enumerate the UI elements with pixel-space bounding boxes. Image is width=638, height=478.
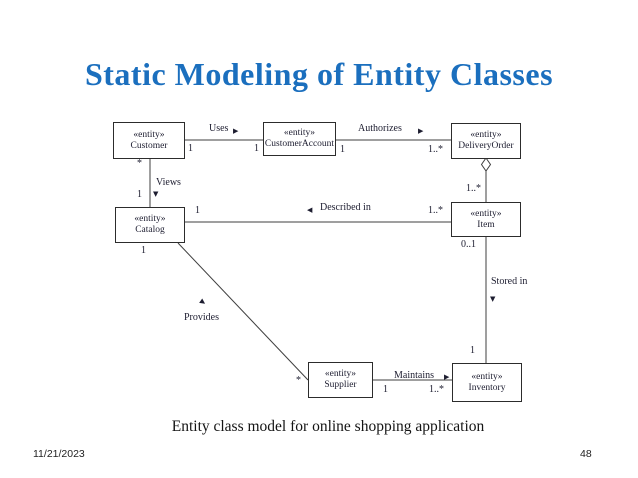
aggregation-diamond-icon	[480, 157, 492, 172]
multiplicity-supplier-maintains: 1	[383, 384, 388, 395]
multiplicity-account-uses: 1	[254, 143, 259, 154]
entity-stereotype: «entity»	[471, 371, 503, 382]
multiplicity-supplier-provides: *	[296, 375, 301, 386]
views-direction-arrow-icon: ▼	[153, 190, 159, 198]
slide-title: Static Modeling of Entity Classes	[84, 56, 554, 92]
multiplicity-item-deliveryorder: 1..*	[466, 183, 481, 194]
multiplicity-account-authorizes: 1	[340, 144, 345, 155]
described-in-label: Described in	[320, 202, 371, 213]
entity-name: Supplier	[324, 380, 357, 390]
entity-box-item: «entity» Item	[451, 202, 521, 237]
multiplicity-item-stored-in: 0..1	[461, 239, 476, 250]
entity-box-supplier: «entity» Supplier	[308, 362, 373, 398]
entity-box-customer: «entity» Customer	[113, 122, 185, 159]
entity-box-inventory: «entity» Inventory	[452, 363, 522, 402]
footer-date: 11/21/2023	[33, 448, 85, 460]
multiplicity-customer-uses: 1	[188, 143, 193, 154]
entity-box-delivery-order: «entity» DeliveryOrder	[451, 123, 521, 159]
multiplicity-catalog-described-in: 1	[195, 205, 200, 216]
entity-name: Item	[477, 219, 495, 230]
maintains-label: Maintains	[394, 370, 434, 381]
provides-association-line	[177, 242, 309, 381]
entity-name: Customer	[130, 140, 168, 151]
stored-in-direction-arrow-icon: ▼	[490, 295, 496, 303]
provides-label: Provides	[184, 312, 219, 323]
multiplicity-inventory-maintains: 1..*	[429, 384, 444, 395]
authorizes-direction-arrow-icon: ▶	[418, 127, 424, 135]
multiplicity-item-described-in: 1..*	[428, 205, 443, 216]
entity-stereotype: «entity»	[324, 369, 357, 380]
uses-label: Uses	[209, 123, 229, 134]
multiplicity-catalog-views: 1	[137, 189, 142, 200]
stored-in-label: Stored in	[491, 276, 528, 287]
figure-caption: Entity class model for online shopping a…	[171, 418, 485, 435]
entity-stereotype: «entity»	[470, 208, 502, 219]
views-label: Views	[156, 177, 181, 188]
multiplicity-deliveryorder-authorizes: 1..*	[428, 144, 443, 155]
entity-box-customer-account: «entity» CustomerAccount	[263, 122, 336, 156]
entity-box-catalog: «entity» Catalog	[115, 207, 185, 243]
entity-name: DeliveryOrder	[458, 141, 514, 151]
entity-stereotype: «entity»	[283, 128, 316, 139]
footer-page-number: 48	[580, 448, 592, 460]
entity-stereotype: «entity»	[134, 214, 166, 225]
entity-name: Inventory	[468, 382, 506, 393]
entity-stereotype: «entity»	[133, 129, 165, 140]
maintains-direction-arrow-icon: ▶	[444, 373, 450, 381]
multiplicity-catalog-provides: 1	[141, 245, 146, 256]
multiplicity-customer-views: *	[137, 158, 142, 169]
entity-stereotype: «entity»	[470, 130, 502, 141]
described-in-direction-arrow-icon: ◀	[307, 206, 313, 214]
multiplicity-inventory-stored-in: 1	[470, 345, 475, 356]
entity-name: Catalog	[135, 225, 165, 235]
authorizes-label: Authorizes	[358, 123, 402, 134]
uses-direction-arrow-icon: ▶	[233, 127, 239, 135]
entity-name: CustomerAccount	[264, 139, 335, 149]
